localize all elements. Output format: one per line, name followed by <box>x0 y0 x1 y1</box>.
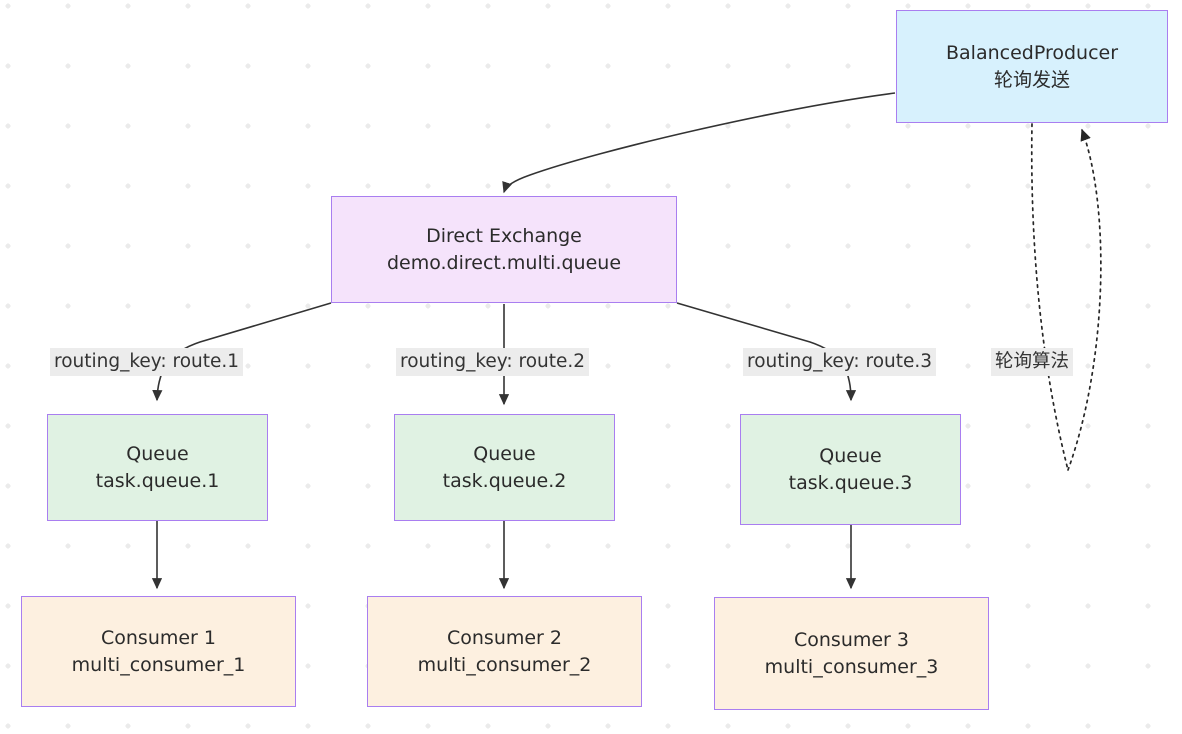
exchange-title: Direct Exchange <box>426 224 582 247</box>
node-consumer-2[interactable]: Consumer 2 multi_consumer_2 <box>367 596 642 707</box>
node-queue-1[interactable]: Queue task.queue.1 <box>47 414 268 521</box>
edge-label-routing-key-2: routing_key: route.2 <box>396 348 590 377</box>
edge-round-robin-return <box>1067 128 1102 471</box>
consumer-2-subtitle: multi_consumer_2 <box>417 653 592 676</box>
edge-label-routing-key-3: routing_key: route.3 <box>743 348 937 377</box>
exchange-subtitle: demo.direct.multi.queue <box>386 251 622 274</box>
queue-2-subtitle: task.queue.2 <box>442 469 567 492</box>
consumer-3-subtitle: multi_consumer_3 <box>764 655 939 678</box>
node-consumer-1[interactable]: Consumer 1 multi_consumer_1 <box>21 596 296 707</box>
edge-round-robin-loop <box>1030 123 1069 471</box>
edge-label-routing-key-1: routing_key: route.1 <box>50 348 244 377</box>
consumer-1-subtitle: multi_consumer_1 <box>71 653 246 676</box>
consumer-3-title: Consumer 3 <box>793 628 909 651</box>
consumer-2-title: Consumer 2 <box>446 626 562 649</box>
node-queue-2[interactable]: Queue task.queue.2 <box>394 414 615 521</box>
producer-title: BalancedProducer <box>945 41 1119 64</box>
consumer-1-title: Consumer 1 <box>100 626 216 649</box>
queue-1-subtitle: task.queue.1 <box>95 469 220 492</box>
node-balanced-producer[interactable]: BalancedProducer 轮询发送 <box>896 10 1168 123</box>
queue-1-title: Queue <box>126 442 189 465</box>
queue-3-subtitle: task.queue.3 <box>788 471 913 494</box>
node-queue-3[interactable]: Queue task.queue.3 <box>740 414 961 525</box>
edge-producer-to-exchange <box>502 92 896 194</box>
node-direct-exchange[interactable]: Direct Exchange demo.direct.multi.queue <box>331 196 677 303</box>
queue-3-title: Queue <box>819 444 882 467</box>
producer-subtitle: 轮询发送 <box>993 68 1070 91</box>
node-consumer-3[interactable]: Consumer 3 multi_consumer_3 <box>714 597 989 710</box>
queue-2-title: Queue <box>473 442 536 465</box>
edge-label-round-robin: 轮询算法 <box>991 348 1074 377</box>
